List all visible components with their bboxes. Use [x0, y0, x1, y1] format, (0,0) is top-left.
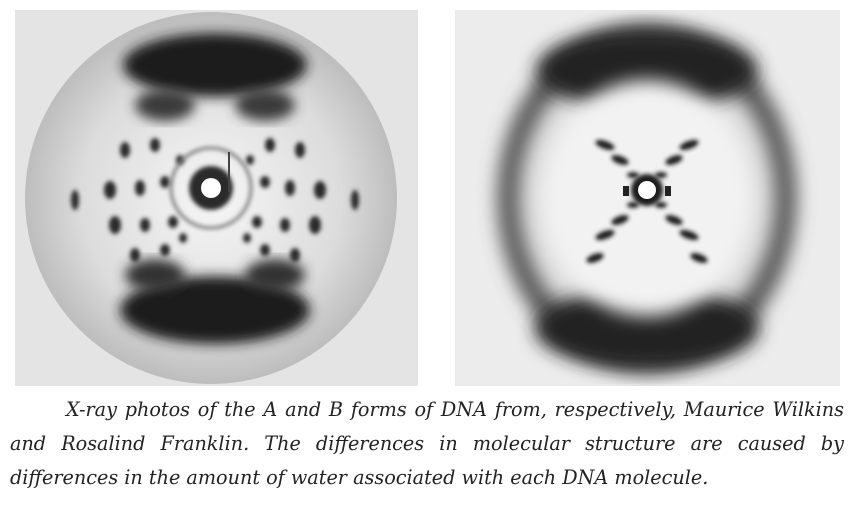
- xray-diffraction-a-icon: [15, 10, 418, 386]
- xray-photo-b-form: [455, 10, 840, 386]
- xray-photo-a-form: [15, 10, 418, 386]
- figure-caption: X-ray photos of the A and B forms of DNA…: [10, 398, 844, 489]
- xray-diffraction-b-icon: [455, 10, 840, 386]
